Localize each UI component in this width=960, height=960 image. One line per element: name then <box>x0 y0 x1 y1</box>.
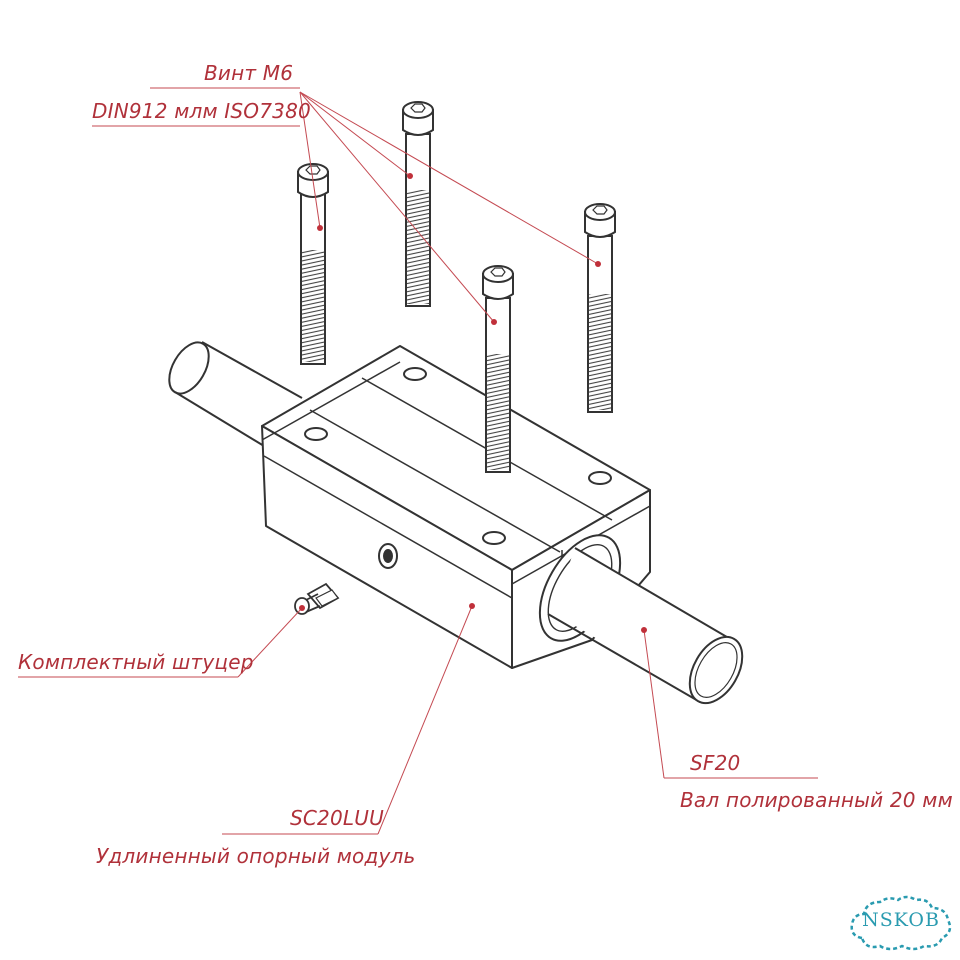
leader-dots <box>299 173 647 633</box>
screw-3 <box>482 265 514 473</box>
shaft-label-code: SF20 <box>690 751 741 775</box>
leader-lines <box>18 87 818 835</box>
screw-4 <box>584 203 616 413</box>
logo-text: NSKOB <box>862 909 940 931</box>
module-label-description: Удлиненный опорный модуль <box>96 844 416 868</box>
screw-2 <box>402 101 434 307</box>
module-label-code: SC20LUU <box>290 806 384 830</box>
screw-label-standard: DIN912 млм ISO7380 <box>92 99 311 123</box>
fitting-label: Комплектный штуцер <box>18 650 254 674</box>
mount-hole <box>482 531 506 545</box>
shaft-end <box>688 635 744 705</box>
grease-fitting <box>294 582 340 615</box>
mount-hole <box>304 427 328 441</box>
shaft-front <box>547 547 744 705</box>
screw-1 <box>297 163 329 365</box>
brand-logo: NSKOB <box>848 894 954 952</box>
screw-label-title: Винт М6 <box>204 61 294 85</box>
shaft-label-description: Вал полированный 20 мм <box>680 788 953 812</box>
cloud-logo-icon <box>850 895 952 951</box>
mount-hole <box>403 367 427 381</box>
mount-hole <box>588 471 612 485</box>
